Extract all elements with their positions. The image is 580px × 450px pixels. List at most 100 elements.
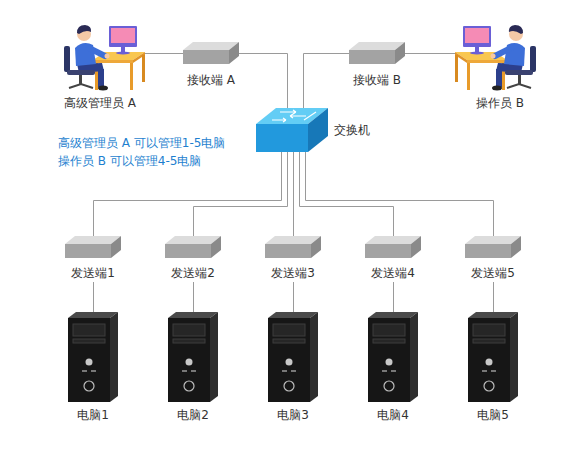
person-hair <box>509 25 523 34</box>
tower-front <box>168 318 210 402</box>
computer-tower: 电脑4 <box>353 312 433 424</box>
network-cable <box>300 152 394 236</box>
device-front <box>465 244 511 258</box>
receiver-device: 接收端 A <box>171 42 251 92</box>
network-cable <box>306 152 494 236</box>
switch-arrow <box>304 112 316 120</box>
node-label: 发送端1 <box>53 266 133 280</box>
chair-base <box>69 84 93 88</box>
usb-port <box>282 370 287 372</box>
node-label: 发送端2 <box>153 266 233 280</box>
network-cable <box>293 152 294 236</box>
device-side <box>229 42 239 64</box>
sender-device: 发送端3 <box>253 236 333 282</box>
network-cable <box>93 282 94 312</box>
tower-top <box>468 312 518 318</box>
person-shoe <box>98 86 108 91</box>
sender-device-shape <box>165 236 221 258</box>
desk-edge <box>467 60 507 63</box>
monitor-stand <box>475 47 479 52</box>
brand-logo <box>384 381 394 391</box>
node-label: 发送端5 <box>453 266 533 280</box>
usb-port <box>391 370 396 372</box>
operator-figure: 操作员 B <box>452 20 548 112</box>
usb-port <box>291 370 296 372</box>
network-cable <box>193 282 194 312</box>
desk-edge <box>93 60 133 63</box>
chair-back <box>64 46 70 72</box>
person-leg <box>98 69 104 87</box>
chair-seat <box>505 70 533 75</box>
device-side <box>211 236 221 258</box>
node-label: 发送端4 <box>353 266 433 280</box>
drive-bay <box>73 324 105 336</box>
usb-port <box>182 370 187 372</box>
figure-group <box>64 25 145 91</box>
person-torso <box>75 43 96 66</box>
monitor-screen <box>111 28 135 43</box>
computer-tower-shape <box>68 312 118 402</box>
node-label: 电脑4 <box>353 408 433 422</box>
tower-side <box>110 312 118 402</box>
tower-front <box>68 318 110 402</box>
usb-port <box>382 370 387 372</box>
desk-leg <box>467 63 470 90</box>
drive-bay <box>473 324 505 336</box>
network-cable <box>304 54 350 109</box>
device-side <box>395 42 405 64</box>
sender-device: 发送端1 <box>53 236 133 282</box>
computer-tower: 电脑5 <box>453 312 533 424</box>
person-arm <box>89 48 105 56</box>
person-hair <box>77 25 91 34</box>
drive-bay <box>173 324 205 336</box>
sender-device-shape <box>365 236 421 258</box>
drive-bay <box>273 324 305 336</box>
tower-top <box>268 312 318 318</box>
network-cable <box>393 282 394 312</box>
desk-leg <box>130 63 133 90</box>
device-side <box>511 236 521 258</box>
chair-seat <box>67 70 95 75</box>
monitor-frame <box>109 26 137 47</box>
switch-arrow <box>280 110 296 114</box>
drive-bay <box>173 339 205 343</box>
drive-bay <box>373 324 405 336</box>
monitor-base <box>116 52 130 55</box>
chair-back <box>530 46 536 72</box>
power-button <box>286 359 293 366</box>
monitor-frame <box>463 26 491 47</box>
tower-top <box>368 312 418 318</box>
device-side <box>111 236 121 258</box>
receiver-device: 接收端 B <box>337 42 417 92</box>
node-label: 发送端3 <box>253 266 333 280</box>
switch-side <box>308 108 328 152</box>
network-cable <box>293 282 294 312</box>
sender-device-shape <box>465 236 521 258</box>
node-label: 电脑2 <box>153 408 233 422</box>
network-cable <box>493 282 494 312</box>
person-shoe <box>492 86 502 91</box>
switch-arrow <box>272 118 286 122</box>
operator-figure-shape <box>455 20 545 92</box>
tower-top <box>68 312 118 318</box>
drive-bay <box>473 339 505 343</box>
tower-side <box>410 312 418 402</box>
drive-bay <box>73 339 105 343</box>
computer-tower-shape <box>268 312 318 402</box>
tower-side <box>510 312 518 402</box>
node-label: 高级管理员 A <box>52 96 148 110</box>
node-label: 接收端 B <box>337 73 417 87</box>
person-arm <box>495 48 511 56</box>
admin-figure: 高级管理员 A <box>52 20 148 112</box>
person-hand <box>105 54 110 59</box>
device-front <box>183 50 229 64</box>
computer-tower-shape <box>168 312 218 402</box>
sender-device: 发送端2 <box>153 236 233 282</box>
drive-bay <box>373 339 405 343</box>
network-switch: 交换机 <box>256 108 374 154</box>
receiver-device-shape <box>183 42 239 64</box>
brand-logo <box>84 381 94 391</box>
sender-device-shape <box>265 236 321 258</box>
figure-group <box>455 25 536 91</box>
